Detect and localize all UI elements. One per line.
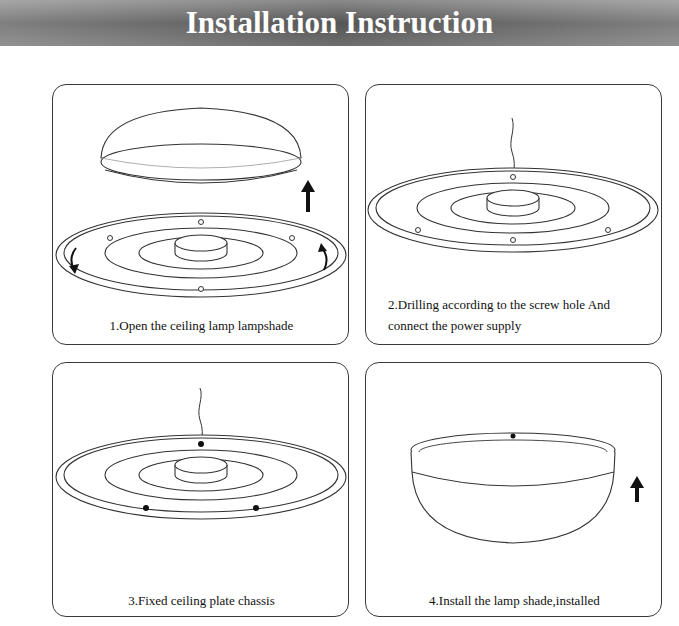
ceiling-plate-fixed: [56, 388, 346, 519]
step-panel: 3.Fixed ceiling plate chassis: [52, 362, 349, 617]
step-caption: 4.Install the lamp shade,installed: [366, 590, 663, 611]
ceiling-plate-wire: [368, 118, 658, 252]
lampshade-open: [56, 108, 346, 297]
title-band: [0, 0, 679, 46]
page-title: Installation Instruction: [0, 4, 679, 42]
step-caption: 2.Drilling according to the screw hole A…: [388, 294, 628, 336]
step-panel: 1.Open the ceiling lamp lampshade: [52, 84, 349, 345]
step-panel: 2.Drilling according to the screw hole A…: [365, 84, 662, 345]
step-caption: 1.Open the ceiling lamp lampshade: [53, 315, 350, 336]
lampshade-installed: [411, 433, 644, 543]
step-panel: 4.Install the lamp shade,installed: [365, 362, 662, 617]
step-caption: 3.Fixed ceiling plate chassis: [53, 590, 350, 611]
